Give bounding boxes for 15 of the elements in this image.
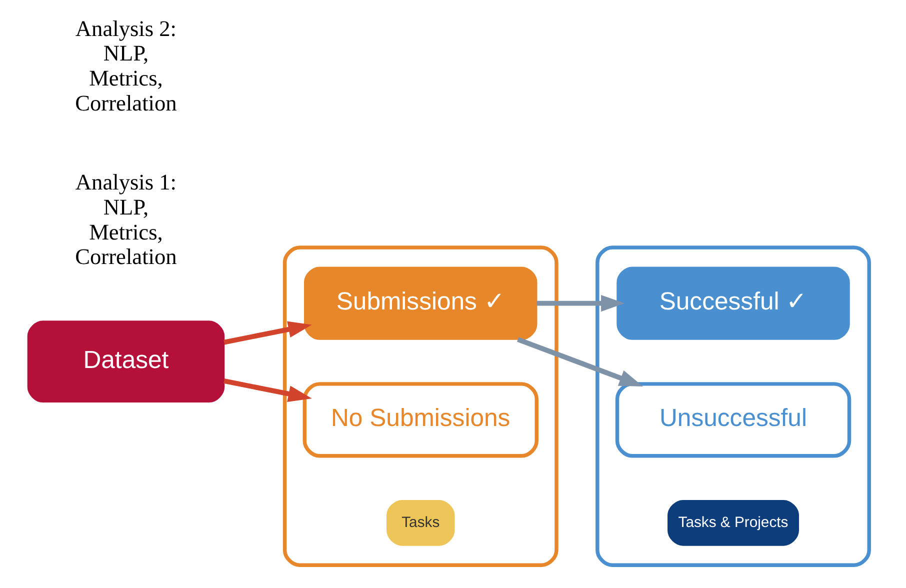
- node-box: Unsuccessful: [614, 382, 851, 458]
- node-box: Successful ✓: [616, 266, 850, 340]
- arrow: [223, 378, 312, 402]
- cluster: [595, 246, 870, 567]
- node-box: Tasks: [386, 500, 454, 546]
- label: Analysis 1: NLP, Metrics, Correlation: [74, 170, 176, 270]
- cluster: [282, 246, 558, 567]
- arrow: [516, 337, 642, 386]
- node-box: Submissions ✓: [304, 266, 537, 340]
- node-box: No Submissions: [302, 382, 538, 458]
- arrow: [223, 321, 312, 345]
- node-box: Tasks & Projects: [667, 500, 799, 546]
- arrow: [536, 295, 624, 312]
- label: Analysis 2: NLP, Metrics, Correlation: [74, 16, 176, 116]
- node-box: Dataset: [26, 320, 224, 403]
